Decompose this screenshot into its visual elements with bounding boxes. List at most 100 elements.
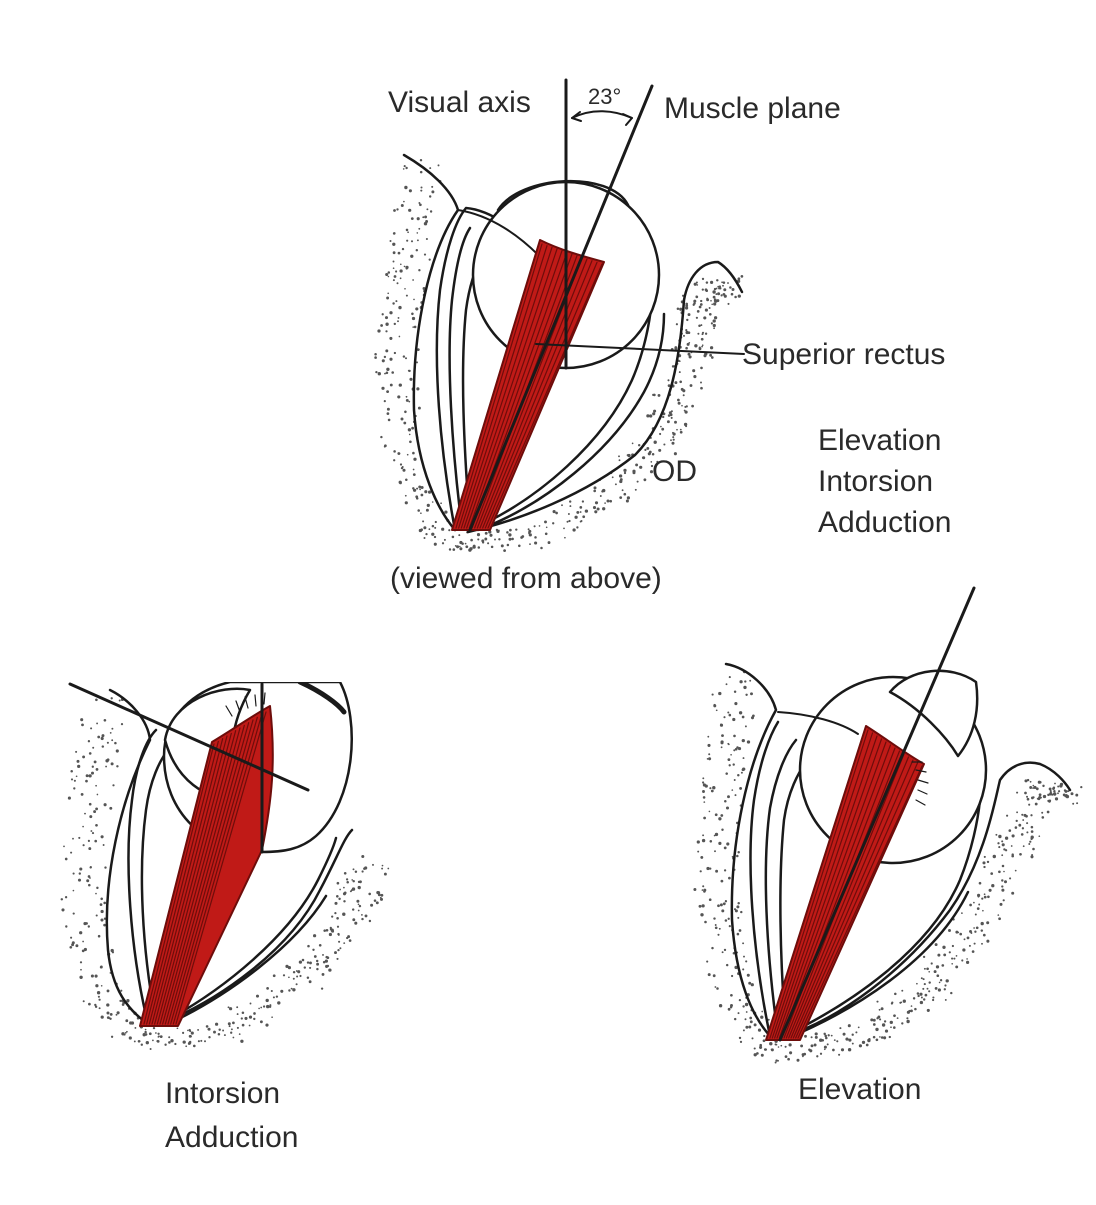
- stipple-dot: [685, 306, 689, 310]
- stipple-dot: [412, 451, 415, 455]
- stipple-dot: [711, 946, 714, 950]
- stipple-dot: [670, 439, 672, 442]
- stipple-dot: [942, 945, 946, 949]
- stipple-dot: [718, 1004, 723, 1008]
- stipple-dot: [78, 872, 81, 875]
- stipple-dot: [405, 294, 408, 297]
- stipple-dot: [941, 964, 945, 967]
- stipple-dot: [405, 478, 408, 482]
- stipple-dot: [81, 723, 84, 727]
- stipple-dot: [357, 903, 360, 906]
- stipple-dot: [188, 1034, 192, 1038]
- stipple-dot: [137, 1040, 141, 1043]
- stipple-dot: [644, 448, 647, 451]
- stipple-dot: [403, 165, 406, 168]
- stipple-dot: [729, 286, 732, 289]
- stipple-dot: [73, 787, 76, 790]
- stipple-dot: [120, 989, 123, 992]
- stipple-dot: [937, 953, 941, 957]
- stipple-dot: [357, 909, 360, 912]
- stipple-dot: [832, 1048, 835, 1052]
- stipple-dot: [63, 845, 65, 848]
- stipple-dot: [745, 1011, 748, 1013]
- stipple-dot: [682, 394, 685, 397]
- stipple-dot: [406, 239, 409, 242]
- stipple-dot: [626, 496, 630, 500]
- stipple-dot: [393, 351, 397, 355]
- stipple-dot: [784, 1055, 788, 1058]
- stipple-dot: [928, 990, 931, 993]
- stipple-dot: [725, 963, 729, 967]
- stipple-dot: [343, 900, 346, 903]
- stipple-dot: [660, 425, 662, 428]
- stipple-dot: [753, 1047, 756, 1050]
- stipple-dot: [732, 717, 736, 722]
- stipple-dot: [700, 299, 703, 303]
- stipple-dot: [431, 524, 435, 528]
- stipple-dot: [103, 901, 107, 905]
- stipple-dot: [910, 1009, 913, 1013]
- action-intorsion: Intorsion: [818, 465, 934, 498]
- stipple-dot: [712, 323, 716, 328]
- stipple-dot: [1065, 793, 1068, 797]
- stipple-dot: [60, 898, 64, 901]
- stipple-dot: [751, 1037, 754, 1040]
- stipple-dot: [1020, 833, 1024, 836]
- stipple-dot: [731, 288, 735, 291]
- stipple-dot: [124, 1032, 127, 1034]
- stipple-dot: [723, 288, 727, 292]
- stipple-dot: [582, 515, 586, 519]
- stipple-dot: [643, 478, 647, 482]
- stipple-dot: [677, 401, 681, 405]
- stipple-dot: [408, 208, 412, 212]
- stipple-dot: [1046, 810, 1050, 814]
- stipple-dot: [736, 854, 739, 858]
- stipple-dot: [983, 893, 986, 896]
- stipple-dot: [441, 527, 445, 531]
- stipple-dot: [728, 764, 731, 767]
- stipple-dot: [1022, 819, 1025, 821]
- stipple-dot: [730, 292, 734, 296]
- stipple-dot: [348, 939, 352, 942]
- stipple-dot: [343, 886, 345, 889]
- stipple-dot: [244, 1016, 248, 1020]
- stipple-dot: [213, 1030, 216, 1034]
- stipple-dot: [1001, 854, 1004, 857]
- stipple-dot: [134, 1026, 137, 1029]
- stipple-dot: [296, 975, 299, 978]
- stipple-dot: [738, 1036, 742, 1040]
- stipple-dot: [544, 520, 547, 524]
- stipple-dot: [943, 953, 947, 957]
- muscle-plane-label: Muscle plane: [664, 92, 841, 125]
- stipple-dot: [973, 927, 975, 929]
- stipple-dot: [1042, 784, 1045, 788]
- stipple-dot: [713, 917, 716, 920]
- stipple-dot: [711, 303, 714, 306]
- stipple-dot: [922, 955, 926, 959]
- stipple-dot: [944, 998, 947, 1001]
- stipple-dot: [338, 897, 341, 901]
- stipple-dot: [227, 1022, 231, 1026]
- stipple-dot: [528, 529, 532, 533]
- stipple-dot: [810, 1036, 813, 1039]
- stipple-dot: [639, 465, 643, 469]
- stipple-dot: [713, 704, 717, 708]
- stipple-dot: [431, 532, 435, 536]
- stipple-dot: [953, 957, 956, 960]
- stipple-dot: [991, 884, 995, 888]
- stipple-dot: [100, 918, 104, 922]
- stipple-dot: [875, 1027, 879, 1032]
- stipple-dot: [95, 914, 98, 917]
- stipple-dot: [458, 534, 461, 537]
- stipple-dot: [73, 779, 76, 782]
- stipple-dot: [717, 285, 720, 288]
- stipple-dot: [410, 217, 414, 220]
- stipple-dot: [127, 1000, 130, 1003]
- stipple-dot: [784, 1045, 787, 1048]
- stipple-dot: [241, 1023, 245, 1027]
- stipple-dot: [992, 854, 996, 859]
- stipple-dot: [857, 1026, 860, 1029]
- stipple-dot: [1024, 791, 1027, 795]
- stipple-dot: [356, 899, 360, 903]
- stipple-dot: [677, 398, 680, 402]
